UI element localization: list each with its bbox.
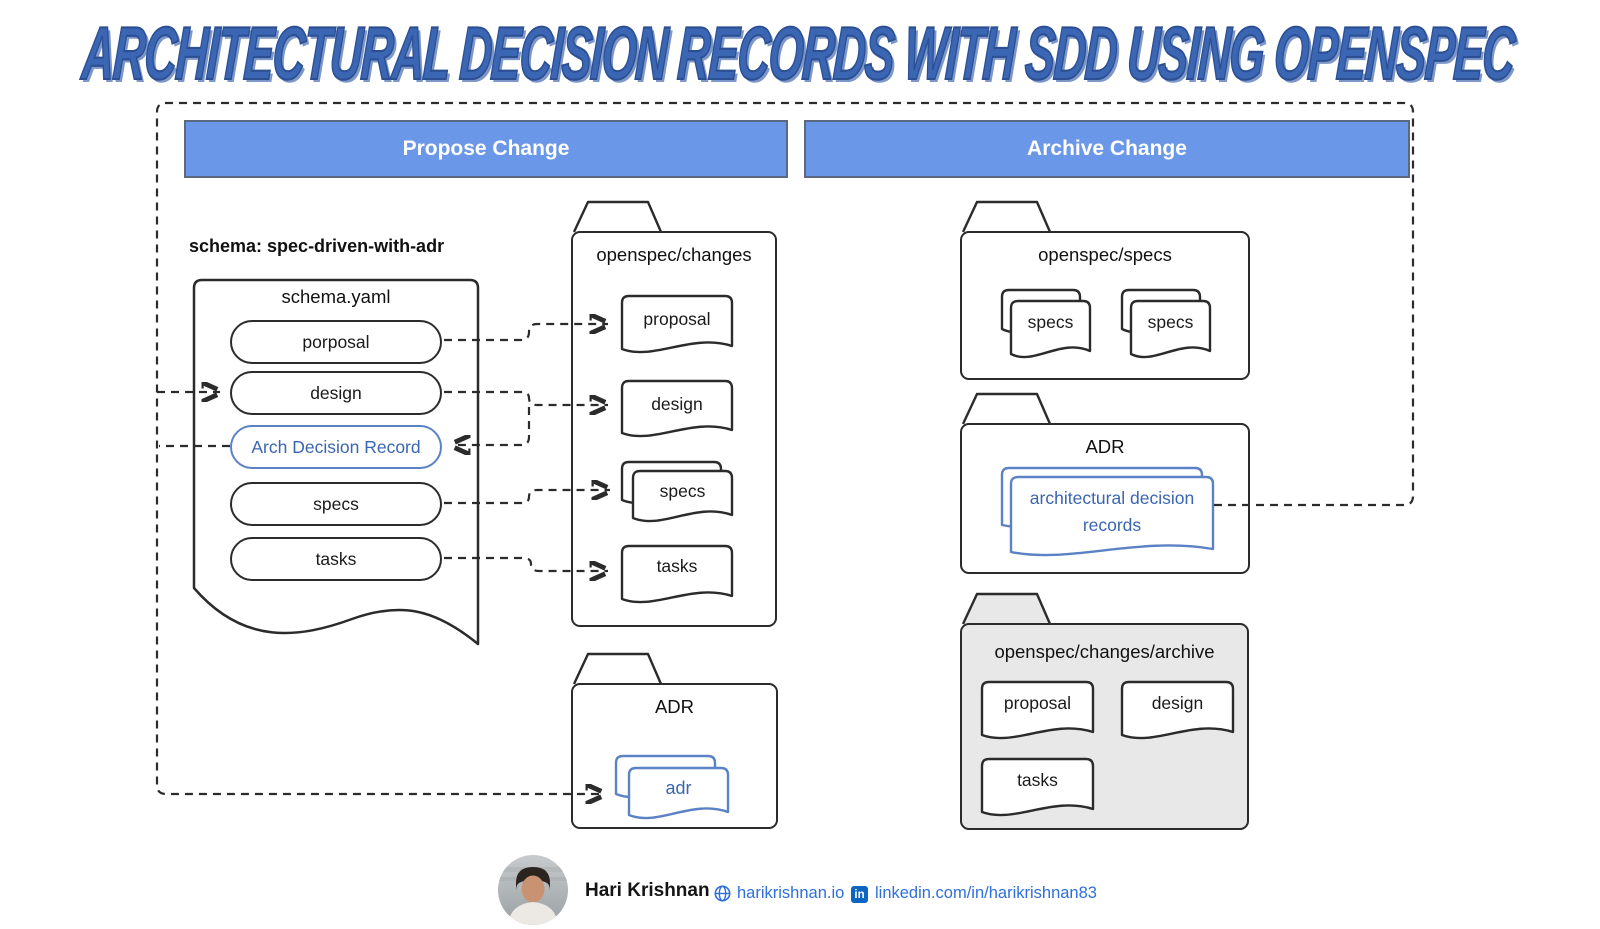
pill-specs: specs — [230, 482, 442, 526]
folder-title: openspec/changes/archive — [994, 641, 1215, 662]
folder-title: openspec/changes — [596, 244, 752, 265]
folder-title: ADR — [1085, 436, 1125, 457]
document-archive-tasks: tasks — [980, 757, 1095, 819]
document-label: tasks — [1017, 770, 1058, 790]
pill-label: tasks — [315, 548, 357, 569]
document-design: design — [620, 379, 734, 440]
document-label: proposal — [1003, 693, 1072, 713]
page-title: ARCHITECTURAL DECISION RECORDS WITH SDD … — [79, 11, 1516, 97]
pill-label: porposal — [302, 331, 370, 352]
pill-label: specs — [313, 493, 359, 514]
folder-tab-icon — [961, 200, 1052, 233]
folder-tab-icon — [572, 200, 663, 233]
document-label: specs — [659, 481, 706, 501]
folder-openspec-changes-archive: openspec/changes/archive proposal design… — [960, 592, 1249, 830]
linkedin-link[interactable]: linkedin.com/in/harikrishnan83 — [875, 884, 1097, 902]
pill-arch-decision-record: Arch Decision Record — [230, 425, 442, 469]
document-label: adr — [665, 778, 692, 798]
document-label: architectural decision records — [1029, 488, 1195, 536]
document-architectural-decision-records: architectural decision records — [1009, 475, 1215, 559]
folder-adr-propose: ADR adr — [571, 652, 778, 829]
document-specs-a: specs — [1009, 299, 1092, 361]
document-label: specs — [1027, 312, 1074, 332]
avatar — [498, 855, 568, 925]
document-adr: adr — [627, 766, 730, 822]
document-specs: specs — [631, 469, 734, 525]
globe-icon — [714, 885, 731, 902]
document-tasks: tasks — [620, 544, 734, 606]
pill-porposal: porposal — [230, 320, 442, 364]
pill-label: Arch Decision Record — [251, 436, 421, 457]
folder-openspec-specs: openspec/specs specs specs — [960, 200, 1250, 380]
folder-body: ADR adr — [571, 683, 778, 829]
archive-change-header: Archive Change — [804, 120, 1410, 178]
document-archive-design: design — [1120, 680, 1235, 742]
document-label: tasks — [656, 556, 698, 576]
linkedin-icon: in — [851, 886, 868, 903]
document-label: design — [651, 394, 703, 414]
pill-design: design — [230, 371, 442, 415]
avatar-photo — [498, 855, 568, 925]
folder-body: openspec/changes proposal design specs t… — [571, 231, 777, 627]
folder-title: ADR — [654, 696, 695, 717]
folder-adr-archive: ADR architectural decision records — [960, 392, 1250, 574]
folder-openspec-changes: openspec/changes proposal design specs t… — [571, 200, 777, 627]
folder-tab-icon — [572, 652, 663, 685]
schema-yaml-document: schema.yaml porposal design Arch Decisio… — [192, 278, 480, 650]
author-name: Hari Krishnan — [585, 880, 710, 901]
schema-document-title: schema.yaml — [281, 286, 391, 307]
propose-change-header: Propose Change — [184, 120, 788, 178]
propose-change-label: Propose Change — [402, 137, 570, 160]
folder-body: openspec/changes/archive proposal design… — [960, 623, 1249, 830]
document-proposal: proposal — [620, 294, 734, 356]
folder-title: openspec/specs — [1038, 244, 1172, 265]
folder-body: openspec/specs specs specs — [960, 231, 1250, 380]
document-specs-b: specs — [1129, 299, 1212, 361]
archive-change-label: Archive Change — [1027, 137, 1187, 160]
folder-tab-icon — [961, 592, 1052, 625]
document-label: specs — [1147, 312, 1194, 332]
document-label: proposal — [643, 309, 711, 329]
website-link[interactable]: harikrishnan.io — [737, 884, 845, 902]
folder-body: ADR architectural decision records — [960, 423, 1250, 574]
folder-tab-icon — [961, 392, 1052, 425]
pill-label: design — [310, 382, 362, 403]
document-archive-proposal: proposal — [980, 680, 1095, 742]
schema-heading: schema: spec-driven-with-adr — [189, 236, 445, 256]
pill-tasks: tasks — [230, 537, 442, 581]
page-title-wrap: ARCHITECTURAL DECISION RECORDS WITH SDD … — [0, 10, 1600, 97]
document-label: design — [1151, 693, 1204, 713]
